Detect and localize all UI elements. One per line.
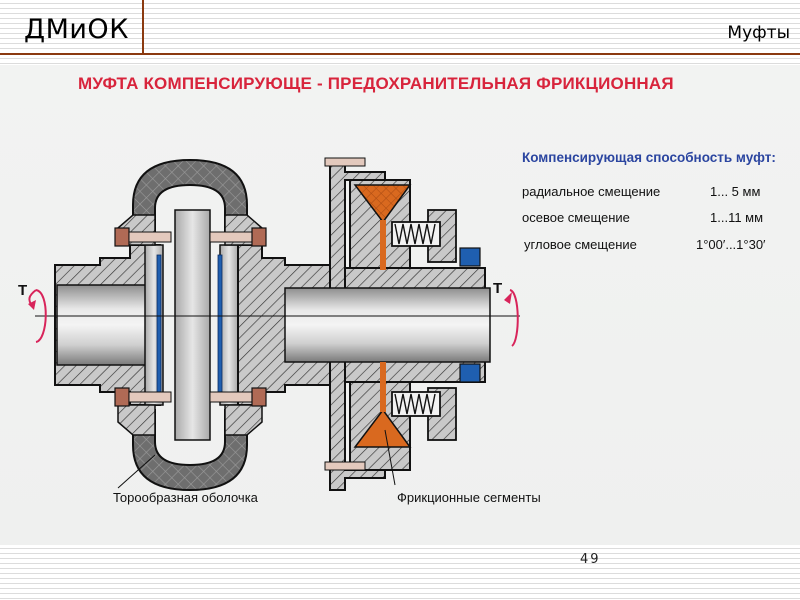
toroidal-shell-callout: Торообразная оболочка: [113, 490, 258, 505]
left-blue-seal: [156, 254, 162, 396]
friction-segment-top: [353, 184, 412, 224]
center-ring: [174, 209, 211, 441]
blue-nut-top: [459, 247, 481, 267]
bolts: [114, 227, 267, 407]
left-torque-arrow-icon: [28, 289, 47, 343]
right-shaft: [284, 287, 491, 363]
toroidal-shell-bottom: [132, 409, 248, 492]
right-clamp-ring-bottom: [224, 404, 263, 436]
friction-segment-bottom: [353, 408, 412, 448]
compensation-label: радиальное смещение: [522, 184, 661, 199]
right-torque-label: T: [493, 280, 503, 297]
housing-bolt-top: [324, 157, 366, 167]
page-number: 49: [580, 552, 601, 567]
header-horizontal-divider: [0, 53, 800, 55]
friction-segments-callout: Фрикционные сегменты: [397, 490, 541, 505]
header-vertical-divider: [142, 0, 144, 55]
section-title: Муфты: [727, 23, 790, 43]
compensation-value: 1°00′...1°30′: [696, 237, 766, 252]
compensation-value: 1...11 мм: [710, 210, 764, 225]
blue-nut-bottom: [459, 363, 481, 383]
friction-stem-top: [380, 220, 386, 270]
toroidal-shell-leader-line: [117, 454, 156, 489]
right-flange-disk: [219, 244, 239, 406]
toroidal-shell-top: [132, 158, 248, 241]
compensation-value: 1... 5 мм: [710, 184, 761, 199]
right-blue-seal: [217, 254, 223, 396]
left-clamp-ring-bottom: [117, 404, 156, 436]
housing-bolt-bottom: [324, 461, 366, 471]
friction-segments-leader-line: [384, 429, 396, 486]
compensation-label: осевое смещение: [522, 210, 630, 225]
left-torque-label: T: [18, 282, 28, 299]
springs: [391, 221, 441, 417]
compensation-label: угловое смещение: [524, 237, 637, 252]
slide-title: МУФТА КОМПЕНСИРУЮЩЕ - ПРЕДОХРАНИТЕЛЬНАЯ …: [78, 74, 674, 93]
friction-stem-bottom: [380, 362, 386, 412]
right-torque-arrow-icon: [504, 289, 519, 347]
course-title: ДМиОК: [24, 14, 129, 45]
compensation-heading: Компенсирующая способность муфт:: [522, 150, 776, 165]
